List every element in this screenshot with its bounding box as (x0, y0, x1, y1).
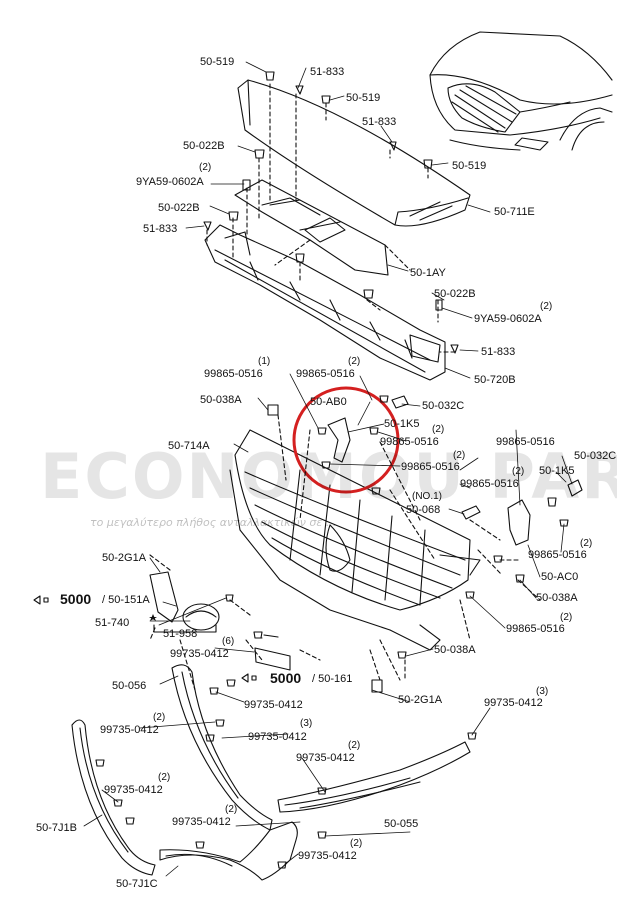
label-99735-0412: 99735-0412 (104, 784, 163, 796)
qty-99865-0516: (2) (560, 612, 573, 623)
qty-99735-0412: (2) (158, 772, 171, 783)
qty-99735-0412: (2) (153, 712, 166, 723)
label-51-833: 51-833 (143, 223, 178, 235)
qty-99865-0516: (2) (512, 466, 525, 477)
label-50-022b: 50-022B (183, 140, 225, 152)
qty-9ya59-0602a: (2) (199, 162, 212, 173)
label-50-7j1c: 50-7J1C (116, 878, 158, 890)
right-side-brackets (267, 395, 583, 659)
lower-side-trim-left (71, 719, 156, 876)
label-99865-0516: 99865-0516 (528, 549, 587, 561)
label-50-161: / 50-161 (312, 673, 353, 685)
label-9ya59-0602a: 9YA59-0602A (136, 176, 204, 188)
label-99865-0516: 99865-0516 (380, 436, 439, 448)
lower-screws (95, 631, 477, 869)
label-50-ab0: 50-AB0 (310, 396, 347, 408)
label-99865-0516: 99865-0516 (296, 368, 355, 380)
label-50-038a: 50-038A (200, 394, 242, 406)
label-50-038a: 50-038A (434, 644, 476, 656)
qty-9ya59-0602a: (2) (540, 301, 553, 312)
reference-5000: 5000 (60, 591, 92, 607)
label-50-2g1a: 50-2G1A (398, 694, 443, 706)
label-50-2g1a: 50-2G1A (102, 552, 147, 564)
label-50-519: 50-519 (346, 92, 381, 104)
label-51-958: 51-958 (163, 628, 198, 640)
reference-5000: 5000 (270, 670, 302, 686)
lower-spoiler (159, 821, 298, 881)
car-inset-illustration (429, 31, 613, 151)
label-9ya59-0602a: 9YA59-0602A (474, 313, 542, 325)
qty-99865-0516: (2) (348, 356, 361, 367)
label-99735-0412: 99735-0412 (298, 850, 357, 862)
qty-99735-0412: (2) (348, 740, 361, 751)
label-99865-0516: 99865-0516 (204, 368, 263, 380)
label-50-714a: 50-714A (168, 440, 210, 452)
qty-99865-0516: (1) (258, 356, 271, 367)
label-50-519: 50-519 (452, 160, 487, 172)
label-leader-lines (83, 61, 573, 877)
qty-99735-0412: (6) (222, 636, 235, 647)
qty-99735-0412: (3) (536, 686, 549, 697)
label-51-833: 51-833 (362, 116, 397, 128)
label-99735-0412: 99735-0412 (170, 648, 229, 660)
label-50-032c: 50-032C (574, 450, 617, 462)
front-grille (229, 429, 481, 651)
upper-bracket-shield (234, 179, 389, 276)
label-51-833: 51-833 (481, 346, 516, 358)
label-50-720b: 50-720B (474, 374, 516, 386)
qty-99865-0516: (2) (432, 424, 445, 435)
emblem-assembly (149, 571, 291, 671)
label-99865-0516: 99865-0516 (401, 461, 460, 473)
label-50-1k5: 50-1K5 (539, 465, 575, 477)
label-99735-0412: 99735-0412 (100, 724, 159, 736)
watermark-brand: ECONOMOU PARTS (40, 440, 617, 513)
label-99735-0412: 99735-0412 (296, 752, 355, 764)
label-99735-0412: 99735-0412 (484, 697, 543, 709)
label-99735-0412: 99735-0412 (172, 816, 231, 828)
label-50-022b: 50-022B (434, 288, 476, 300)
label-50-711e: 50-711E (494, 206, 535, 218)
label-no1: (NO.1) (412, 491, 442, 502)
label-50-068: 50-068 (406, 504, 441, 516)
label-51-740: 51-740 (95, 617, 130, 629)
qty-99735-0412: (2) (225, 804, 238, 815)
label-50-022b: 50-022B (158, 202, 200, 214)
highlight-circle (292, 386, 400, 494)
upper-fasteners (203, 71, 459, 354)
qty-99735-0412: (2) (350, 838, 363, 849)
lower-molding (171, 664, 273, 831)
label-99735-0412: 99735-0412 (248, 731, 307, 743)
label-50-1k5: 50-1K5 (384, 418, 420, 430)
star-marker (149, 614, 157, 621)
label-50-7j1b: 50-7J1B (36, 822, 77, 834)
label-50-519: 50-519 (200, 56, 235, 68)
label-50-038a: 50-038A (536, 592, 578, 604)
highlighted-bracket (317, 417, 379, 469)
label-51-833: 51-833 (310, 66, 345, 78)
watermark-tagline: το μεγαλύτερο πλήθος ανταλλακτικών σε ..… (90, 516, 337, 529)
label-50-056: 50-056 (112, 680, 147, 692)
label-99865-0516: 99865-0516 (460, 478, 519, 490)
reference-markers (33, 595, 383, 693)
label-50-055: 50-055 (384, 818, 419, 830)
radiator-support (204, 224, 446, 381)
upper-dashed-leaders (206, 83, 456, 353)
label-50-032c: 50-032C (422, 400, 465, 412)
upper-cover-panel (237, 79, 471, 227)
qty-99735-0412: (3) (300, 718, 313, 729)
qty-99865-0516: (2) (580, 538, 593, 549)
label-50-1ay: 50-1AY (410, 267, 446, 279)
label-99735-0412: 99735-0412 (244, 699, 303, 711)
label-99865-0516: 99865-0516 (496, 436, 555, 448)
label-50-ac0: 50-AC0 (541, 571, 579, 583)
lower-grille (277, 741, 471, 813)
label-50-151a: / 50-151A (102, 594, 150, 606)
qty-99865-0516: (2) (453, 450, 466, 461)
label-99865-0516: 99865-0516 (506, 623, 565, 635)
